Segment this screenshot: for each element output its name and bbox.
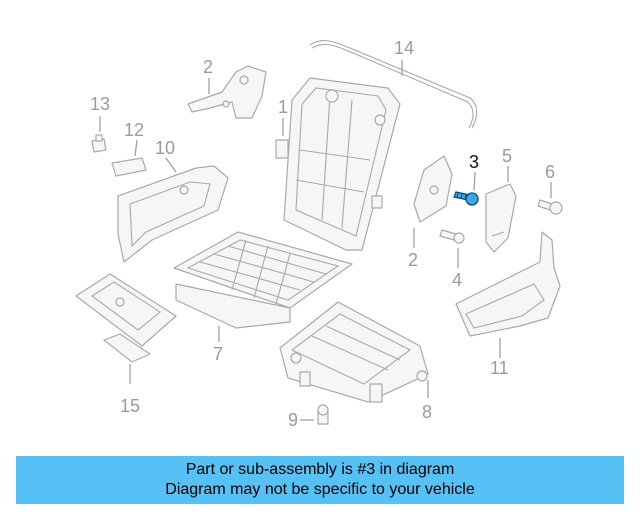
callout-12: 12 xyxy=(124,120,144,140)
banner-line-1: Part or sub-assembly is #3 in diagram xyxy=(185,461,455,478)
part-10-side-trim xyxy=(117,165,229,263)
callout-8: 8 xyxy=(422,402,432,422)
part-2-bracket-right xyxy=(413,155,453,223)
part-2-bracket-upper xyxy=(187,65,267,119)
part-4-bolt xyxy=(439,229,465,244)
callout-5: 5 xyxy=(502,146,512,166)
callout-11: 11 xyxy=(490,358,509,378)
callout-3: 3 xyxy=(469,152,479,172)
callout-13: 13 xyxy=(90,94,110,114)
callout-10: 10 xyxy=(155,138,175,158)
callout-2-top: 2 xyxy=(203,57,213,77)
callout-15: 15 xyxy=(120,396,140,416)
part-3-bolt-highlighted xyxy=(453,191,479,206)
part-1-seatback-frame xyxy=(275,77,401,251)
callout-7: 7 xyxy=(213,344,223,364)
seat-parts-diagram: 14 2 13 12 10 1 3 5 6 2 4 11 7 15 8 9 xyxy=(75,38,563,430)
part-7-cushion-frame xyxy=(173,231,353,329)
info-banner: Part or sub-assembly is #3 in diagram Di… xyxy=(16,456,624,504)
part-14-rod xyxy=(309,40,478,129)
part-11-side-trim xyxy=(455,231,561,337)
part-8-seat-track xyxy=(279,301,429,403)
callout-9: 9 xyxy=(288,410,298,430)
part-15-base-bracket xyxy=(75,273,177,363)
callout-4: 4 xyxy=(452,270,462,290)
callout-2-right: 2 xyxy=(408,250,418,270)
part-12-cap xyxy=(111,157,147,177)
part-9-bolt xyxy=(317,404,329,425)
callout-leaders xyxy=(99,60,552,421)
part-13-bolt xyxy=(91,134,107,153)
callout-14: 14 xyxy=(394,38,414,58)
part-5-cover xyxy=(485,183,517,253)
part-6-bolt xyxy=(537,199,563,215)
callout-1: 1 xyxy=(278,97,288,117)
callout-6: 6 xyxy=(545,162,555,182)
banner-line-2: Diagram may not be specific to your vehi… xyxy=(165,481,475,498)
